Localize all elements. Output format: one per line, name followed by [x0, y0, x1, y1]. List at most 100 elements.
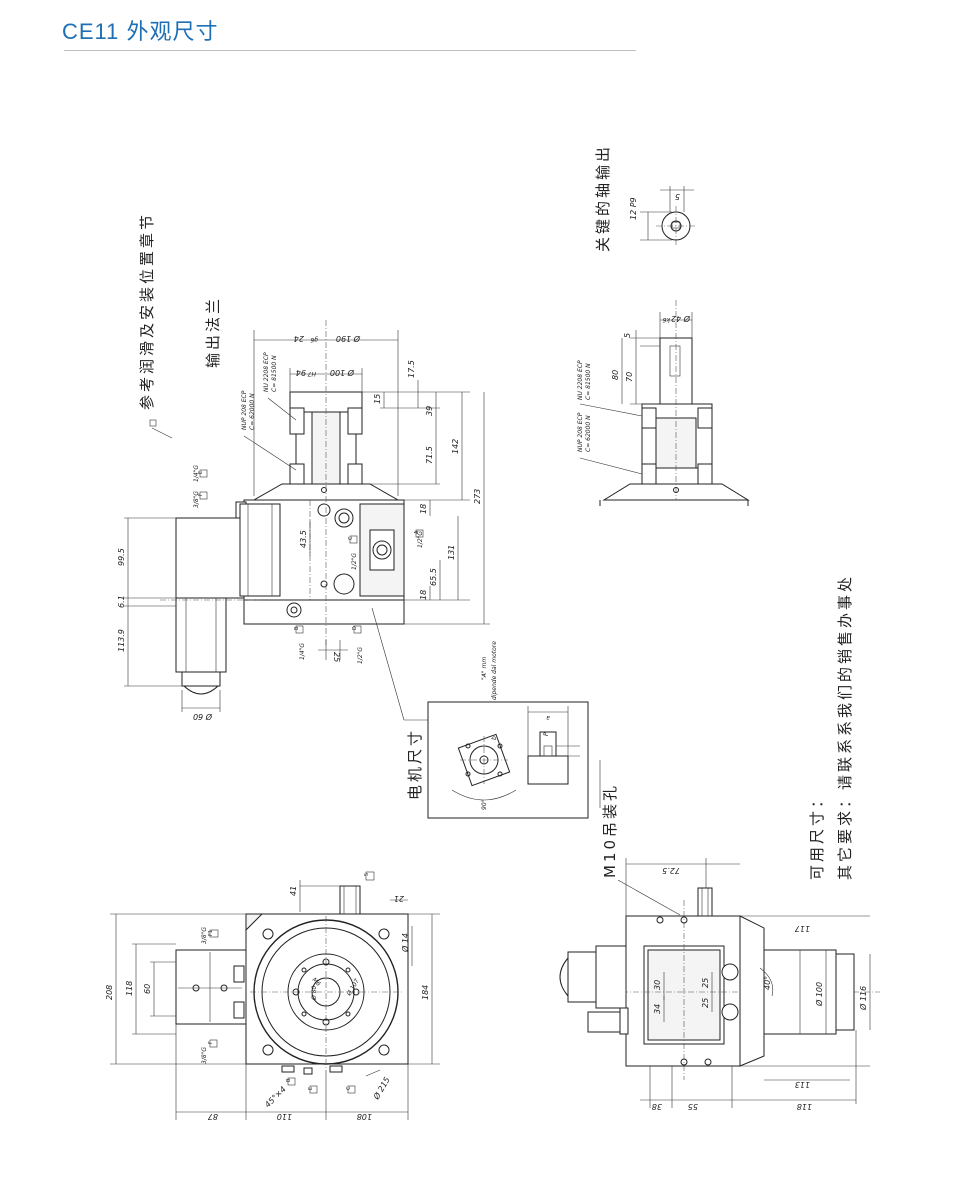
dim-d25: 25 [332, 652, 341, 662]
right-dim-d40: 40° [763, 976, 772, 990]
motor-dim-90deg: 90° [481, 799, 488, 810]
dim-n94: 94 [296, 368, 306, 377]
port-12b: 1/2"G [417, 531, 424, 548]
dim-d100: Ø 100 [330, 368, 355, 378]
dim-n24: 24 [294, 334, 304, 343]
dim-d142: 142 [451, 439, 460, 454]
motor-dim-p: P [543, 732, 550, 736]
page-title: CE11 外观尺寸 [62, 19, 219, 44]
label-lubrication: 参考润滑及安装位置章节 [138, 212, 156, 410]
key-bearing-a2: C= 62000 N [585, 415, 592, 452]
dim-d43-5: 43.5 [299, 530, 308, 548]
bottom-dim-d80: Ø 80 [311, 986, 318, 1001]
bearing-b1: NU 2208 ECP [263, 352, 270, 392]
label-m10-hole: M10吊装孔 [601, 783, 619, 878]
label-motor-dims: 电机尺寸 [406, 728, 424, 800]
right-dim-d34: 34 [653, 1004, 662, 1014]
label-available-dims: 可用尺寸： [808, 790, 826, 880]
bottom-dim-d184: 184 [421, 985, 430, 1000]
bearing-b2: C= 81500 N [271, 355, 278, 392]
bottom-dim-d208: 208 [105, 985, 114, 1000]
bottom-right-view: 72.5 117 113 118 Ø 100 Ø 116 40° 30 25 3… [559, 858, 880, 1111]
dim-d131: 131 [447, 545, 456, 560]
key-dim-5: 5 [675, 192, 680, 201]
key-dim-12p9: 12 P9 [629, 197, 638, 220]
right-dim-d25b: 25 [701, 998, 710, 1008]
bottom-box-f1: F1 [208, 930, 214, 936]
box-e: E [198, 471, 204, 474]
bearing-a1: NUP 208 ECP [241, 390, 248, 430]
key-dim-k6: k6 [663, 316, 670, 323]
bottom-dim-d87: 87 [207, 1112, 218, 1121]
dim-d273: 273 [473, 489, 482, 504]
label-output-flange: 输出法兰 [204, 296, 222, 368]
dim-d17-5: 17.5 [407, 360, 416, 378]
box-b: B [294, 626, 300, 630]
bottom-box-b: B [286, 1078, 292, 1082]
motor-dim-b: b [491, 736, 498, 740]
keyed-shaft-view: 12 P9 5 Ø 42 k6 5 70 80 NUP 208 ECP C [577, 186, 750, 506]
right-dim-d100: Ø 100 [814, 982, 824, 1007]
note-depends-motor: dipende dal motore [491, 641, 498, 700]
box-c: C [348, 536, 354, 540]
motor-dim-a: a [546, 714, 550, 721]
label-other-requirements: 其它要求：请联系系我们的销售办事处 [836, 574, 854, 880]
key-bearing-b2: C= 81500 N [585, 363, 592, 400]
dim-d39: 39 [425, 406, 434, 416]
title-divider [64, 50, 636, 51]
bottom-box-c: C [346, 1086, 352, 1090]
key-dim-d5: 5 [623, 333, 632, 338]
bottom-dim-d21: 21 [394, 894, 404, 903]
dim-d113-9: 113.9 [117, 629, 126, 652]
bottom-dim-m6: M6 [311, 976, 322, 987]
lubrication-marker-icon [149, 419, 157, 427]
right-dim-d72-5: 72.5 [662, 866, 680, 875]
dim-g6: g6 [310, 336, 318, 343]
dim-d60-motor: Ø 60 [193, 712, 213, 722]
key-bearing-a1: NUP 208 ECP [577, 412, 584, 452]
dim-h7: H7 [307, 370, 316, 377]
bottom-box-5: 5 [364, 873, 370, 876]
dim-d6-1: 6.1 [117, 595, 126, 608]
box-f: F [198, 493, 204, 496]
bottom-box-f: F [208, 1041, 214, 1044]
key-dim-d80: 80 [611, 370, 620, 380]
note-a-mm: "A" mm [481, 657, 488, 680]
dim-d190: Ø 190 [336, 334, 361, 344]
port-12a: 1/2"G [351, 553, 358, 570]
key-dim-d70: 70 [625, 372, 634, 382]
key-bearing-b1: NU 2208 ECP [577, 360, 584, 400]
box-d: D [352, 626, 358, 630]
label-keyed-shaft: 关键的轴输出 [594, 144, 612, 252]
right-dim-d117: 117 [794, 924, 810, 933]
port-14b: 1/4"G [299, 643, 306, 660]
right-dim-d118: 118 [797, 1102, 812, 1111]
bottom-dim-d60: 60 [143, 984, 152, 994]
dim-d15: 15 [373, 394, 382, 404]
bottom-port-38b: 3/8"G [201, 1047, 208, 1064]
dim-d18a: 18 [419, 504, 428, 514]
right-dim-d116: Ø 116 [858, 986, 868, 1011]
right-dim-d55: 55 [688, 1102, 698, 1111]
dim-d99-5: 99.5 [117, 548, 126, 566]
bearing-a2: C= 62000 N [249, 393, 256, 430]
bottom-dim-d118: 118 [125, 981, 134, 996]
right-dim-d113: 113 [795, 1080, 810, 1089]
port-14a: 1/4"G [193, 465, 200, 482]
dim-d71-5: 71.5 [425, 446, 434, 464]
bottom-box-e: E [308, 1087, 314, 1090]
port-38a: 3/8"G [193, 491, 200, 508]
right-dim-d25: 25 [701, 978, 710, 988]
bottom-top-view: M6 Ø 80 Ø 107 5 B E C 3/8"G F1 3/8"G F 4… [105, 871, 440, 1121]
bottom-dim-d14: Ø 14 [400, 933, 410, 953]
bottom-dim-d108: 108 [357, 1112, 372, 1121]
label-lubrication-group: 参考润滑及安装位置章节 [138, 212, 173, 439]
bottom-port-38a: 3/8"G [201, 927, 208, 944]
port-12c: 1/2"G [357, 647, 364, 664]
bottom-dim-d45: 45°×4 [263, 1085, 288, 1110]
box-a: A [414, 530, 420, 534]
right-dim-d38: 38 [652, 1102, 662, 1111]
key-dim-d42: Ø 42 [671, 314, 691, 324]
dim-d18b: 18 [419, 590, 428, 600]
